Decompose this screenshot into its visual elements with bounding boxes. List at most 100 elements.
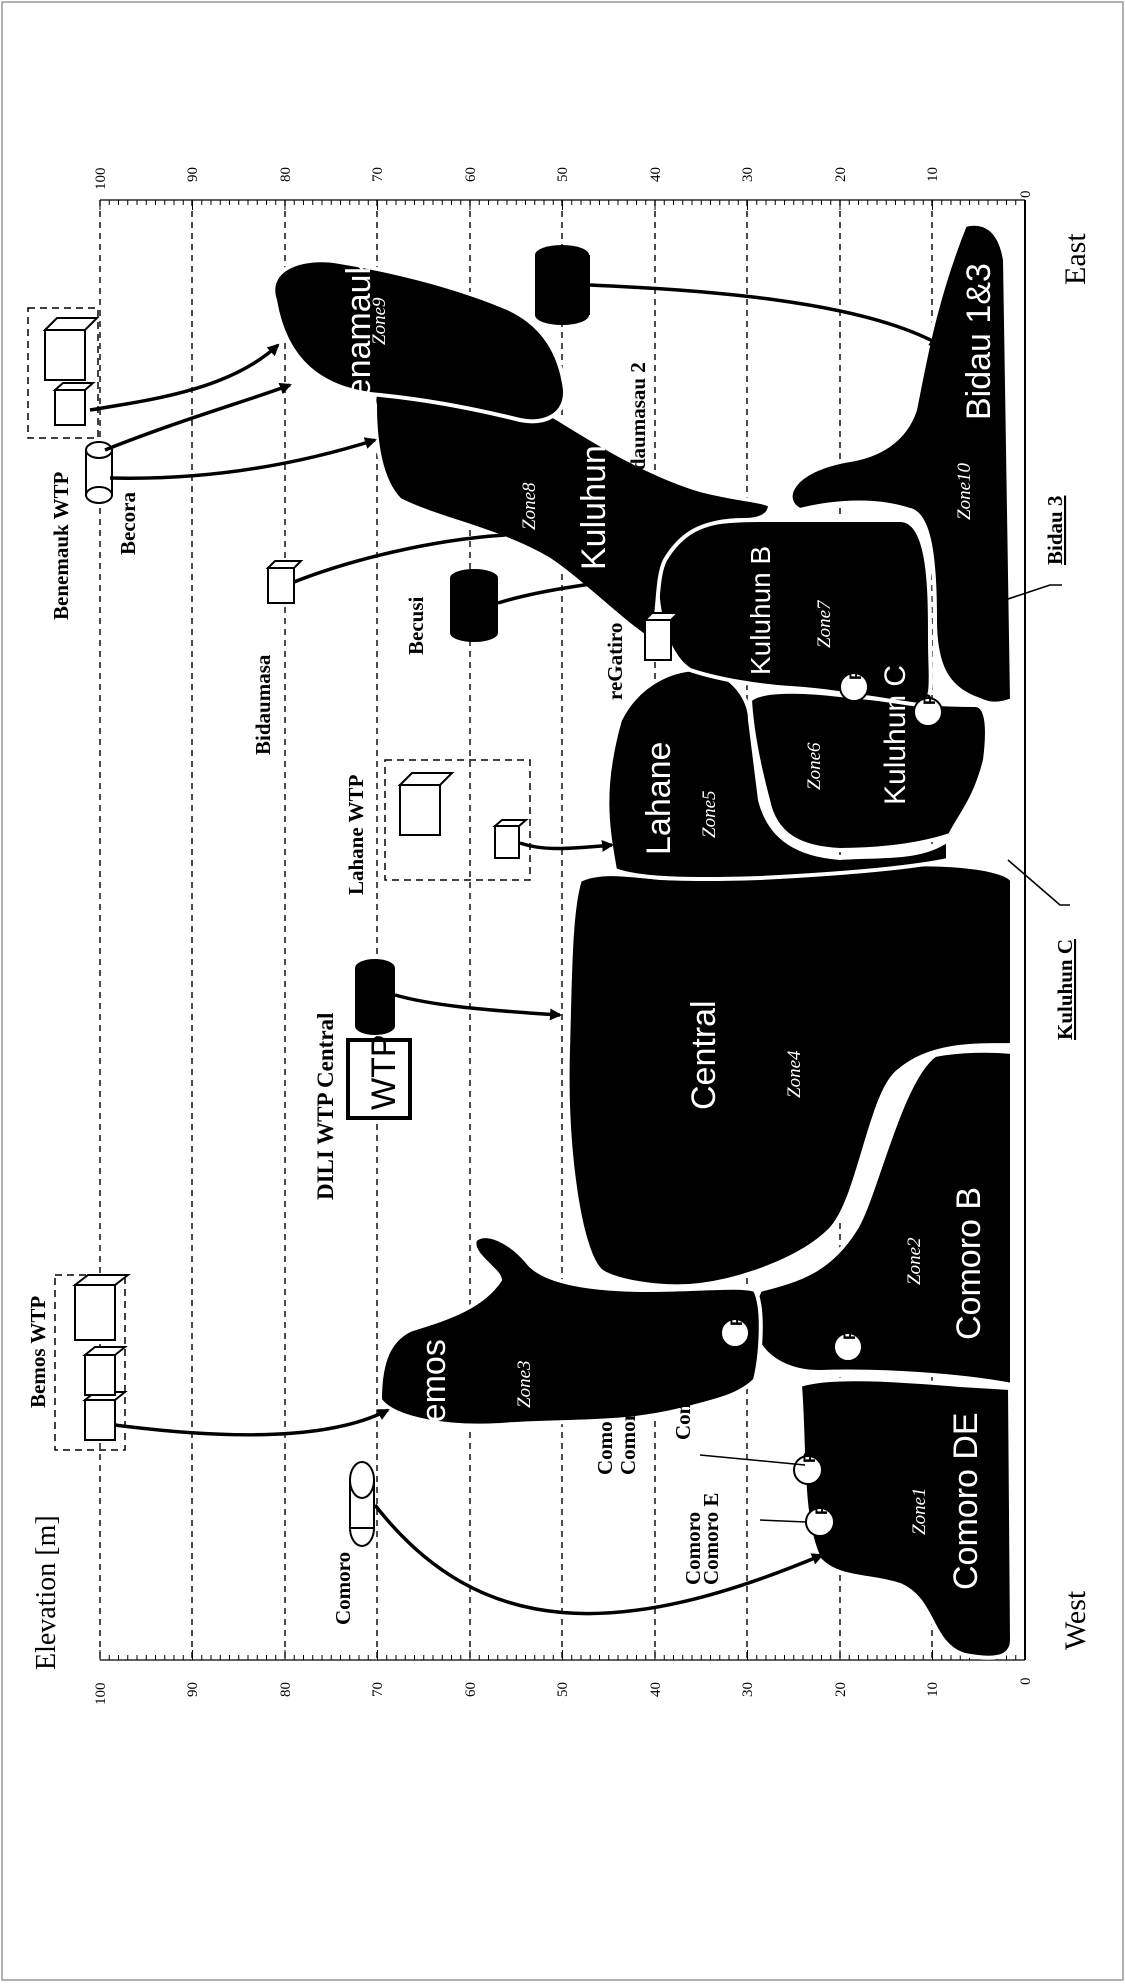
zone8-name: Kuluhun A [575, 415, 613, 570]
svg-text:P: P [920, 694, 939, 705]
arrow-bemos-to-zone3 [114, 1408, 390, 1437]
zone7-name: Kuluhun B [745, 546, 776, 675]
zone6-shape [748, 689, 989, 852]
zone1-name: Comoro DE [947, 1412, 985, 1590]
svg-text:P: P [846, 669, 865, 680]
zone3-shape [378, 1234, 763, 1428]
regatiro-label: reGatiro [603, 623, 627, 700]
bidaumasa-label: Bidaumasa [251, 654, 275, 755]
zone3-name: Bemos [415, 1339, 453, 1445]
pump-marker: P [839, 669, 869, 702]
axis-title: Elevation [m] [31, 1515, 62, 1670]
top-tick-labels: 100 90 80 70 60 50 40 30 20 10 0 [93, 167, 1034, 198]
zone8-tag: Zone8 [519, 482, 540, 530]
svg-text:P: P [727, 1315, 746, 1326]
zone5-tag: Zone5 [699, 791, 720, 839]
tick-label: 90 [185, 1682, 201, 1697]
zone6-name: Kuluhun C [879, 665, 912, 805]
dili-wtp-tank [355, 959, 395, 1035]
zone10-name: Bidau 1&3 [960, 263, 998, 420]
tick-label: 20 [833, 1682, 849, 1697]
tick-label: 60 [463, 1682, 479, 1697]
east-label: East [1059, 233, 1092, 285]
zone10-shape [788, 221, 1014, 706]
svg-text:P: P [800, 1452, 819, 1463]
svg-text:P: P [812, 1504, 831, 1515]
zone5-name: Lahane [640, 742, 678, 855]
arrow-becora-to-zone9 [104, 382, 292, 452]
tick-label: 40 [648, 167, 664, 182]
arrow-benemauk-to-zone9 [89, 343, 280, 412]
zone1-tag: Zone1 [909, 1488, 930, 1536]
tick-label: 70 [370, 1682, 386, 1697]
tick-label: 60 [463, 167, 479, 182]
arrow-comoro-to-zone1 [373, 1503, 824, 1616]
comoro-label-2: Comoro [681, 1512, 705, 1585]
tick-label: 90 [185, 167, 201, 182]
tick-label: 30 [740, 1682, 756, 1697]
tick-label: 0 [1018, 1678, 1034, 1686]
arrow-becusi [497, 578, 641, 605]
comoro-e-label: Comoro E [699, 1493, 723, 1585]
zone9-tag: Zone9 [369, 297, 390, 345]
tick-label: 10 [925, 1682, 941, 1697]
becusi-label: Becusi [404, 597, 428, 656]
bemos-wtp-icon [72, 1274, 131, 1441]
pump-labels: Comoro D Comoro E Comoro Como Comoro [593, 1346, 723, 1585]
dili-wtp-label: DILI WTP Central [313, 1013, 338, 1200]
zone2-shape [752, 1048, 1014, 1387]
kuluhun-c-callout: Kuluhun C [1053, 939, 1077, 1040]
zone6-tag: Zone6 [804, 742, 825, 790]
pump-callout-lines [699, 1454, 807, 1523]
benemauk-wtp-box [27, 307, 99, 439]
callout-lines [989, 584, 1070, 906]
becora-label: Becora [116, 492, 140, 555]
zone9-name: Benamauk [340, 256, 378, 420]
benemauk-wtp-icon [42, 317, 100, 426]
arrow-bidaumasau2-to-zone10 [589, 283, 942, 347]
tick-label: 80 [278, 1682, 294, 1697]
benemauk-wtp-label: Benemauk WTP [49, 471, 73, 620]
arrow-bidaumasa [293, 533, 506, 584]
comoro-label-3: Comoro [616, 1402, 640, 1475]
bidaumasa-source [265, 560, 304, 604]
bidaumasau2-tank [535, 245, 590, 325]
becora-source [85, 441, 113, 504]
svg-text:P: P [840, 1329, 859, 1340]
zone7-tag: Zone7 [814, 599, 835, 648]
zone4-tag: Zone4 [784, 1050, 805, 1098]
comoro-source [349, 1461, 375, 1547]
bidaumasau2-label: Bidaumasau 2 [626, 362, 650, 490]
wtp-box-label: WTP [365, 1034, 403, 1110]
tick-label: 80 [278, 167, 294, 182]
pump-marker: P [720, 1315, 750, 1348]
tick-label: 70 [370, 167, 386, 182]
becusi-tank [450, 569, 498, 642]
lahane-wtp-label: Lahane WTP [344, 774, 368, 895]
bidau-3-callout: Bidau 3 [1043, 496, 1067, 565]
zone9-shape [271, 258, 568, 424]
como-label: Como [593, 1421, 617, 1475]
zone4-name: Central [685, 1000, 723, 1110]
zone10-tag: Zone10 [954, 463, 975, 521]
lahane-wtp-box [384, 759, 531, 881]
lahane-wtp-icon [397, 772, 529, 859]
tick-label: 20 [833, 167, 849, 182]
tick-label: 50 [555, 1682, 571, 1697]
bemos-wtp-label: Bemos WTP [26, 1296, 50, 1408]
zones [271, 221, 1014, 1660]
tick-label: 10 [925, 167, 941, 182]
tick-label: 40 [648, 1682, 664, 1697]
bemos-wtp-box [54, 1274, 126, 1451]
zone-labels: Comoro DE Zone1 Comoro B Zone2 Bemos Zon… [340, 256, 998, 1590]
comoro-source-label: Comoro [331, 1552, 355, 1625]
pump-marker: P [805, 1504, 835, 1537]
arrow-lahane-to-zone5 [519, 839, 614, 852]
tick-label: 0 [1018, 191, 1034, 199]
zone2-tag: Zone2 [904, 1237, 925, 1285]
pump-marker: P [833, 1329, 863, 1362]
zone5-shape [605, 667, 950, 882]
regatiro-source [642, 612, 681, 661]
